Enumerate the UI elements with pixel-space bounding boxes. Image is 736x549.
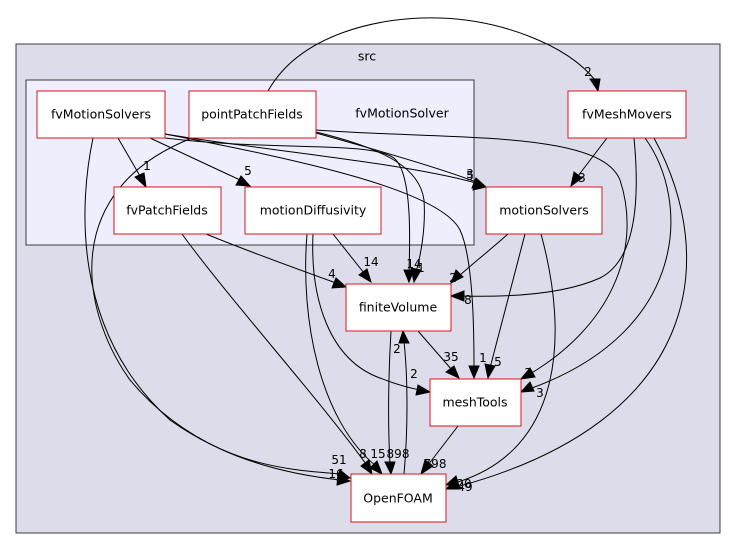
cluster-src-label: src <box>358 49 376 64</box>
edge-label-pp-mt: 3 <box>524 366 532 380</box>
edge-pointPatchFields-fvMeshMovers <box>267 17 596 92</box>
edge-label-fms-md: 5 <box>244 164 252 178</box>
edge-label-fpf-fv: 4 <box>328 267 336 281</box>
edge-fvMeshMovers-motionSolvers <box>577 137 608 177</box>
node-label: fvMeshMovers <box>582 107 672 122</box>
edge-arrowhead <box>134 172 147 189</box>
node-fvMeshMovers[interactable]: fvMeshMovers <box>567 90 687 139</box>
edge-arrowhead <box>415 384 432 396</box>
edge-label-md-fv: 14 <box>363 255 378 269</box>
edge-arrowhead <box>444 479 461 490</box>
edge-finiteVolume-meshTools <box>417 330 453 371</box>
edge-arrowhead <box>384 461 396 476</box>
edge-label-md-mt: 2 <box>410 367 418 381</box>
edge-fvMeshMovers-OpenFOAM <box>459 137 687 487</box>
edge-arrowhead <box>589 78 601 93</box>
edge-label-fv-of: 898 <box>387 447 410 461</box>
edge-label-pp-of: 16 <box>328 467 343 481</box>
edge-arrowhead <box>450 269 464 285</box>
edge-label-fmm-mt: 3 <box>536 386 544 400</box>
edge-pointPatchFields-finiteVolume <box>315 131 425 273</box>
edge-arrowhead <box>484 363 496 380</box>
edge-label-fmm-fv: 8 <box>464 293 472 307</box>
edge-arrowhead <box>336 474 352 486</box>
edge-label-fmm-of: 49 <box>457 480 472 494</box>
node-motionDiffusivity[interactable]: motionDiffusivity <box>244 186 382 235</box>
edge-fvMotionSolvers-finiteVolume <box>164 137 411 273</box>
edge-arrowhead <box>472 179 488 191</box>
edge-label-ms-of: 20 <box>456 477 471 491</box>
edge-label-fms-mt: 1 <box>479 351 487 365</box>
edge-label-mt-of: 798 <box>424 457 447 471</box>
node-fvPatchFields[interactable]: fvPatchFields <box>113 186 222 235</box>
node-motionSolvers[interactable]: motionSolvers <box>485 186 603 235</box>
node-finiteVolume[interactable]: finiteVolume <box>345 283 452 332</box>
node-label: OpenFOAM <box>363 491 433 506</box>
cluster-fvMotionSolver-label: fvMotionSolver <box>355 106 449 121</box>
edge-pointPatchFields-motionSolvers <box>315 132 477 183</box>
node-meshTools[interactable]: meshTools <box>429 378 522 427</box>
edge-motionDiffusivity-finiteVolume <box>332 233 365 274</box>
node-label: finiteVolume <box>359 300 438 315</box>
edge-arrowhead <box>358 268 372 284</box>
edge-fvMotionSolvers-motionDiffusivity <box>149 137 241 181</box>
edge-label-fv-mt: 35 <box>443 350 458 364</box>
node-fvMotionSolvers[interactable]: fvMotionSolvers <box>36 90 166 139</box>
edge-arrowhead <box>519 367 536 380</box>
edge-finiteVolume-OpenFOAM <box>388 330 392 465</box>
edge-motionSolvers-meshTools <box>489 233 526 369</box>
edge-arrowhead <box>420 459 434 476</box>
edge-fvMotionSolvers-OpenFOAM <box>84 137 341 475</box>
edge-label-fms-fv: 14 <box>406 257 421 271</box>
edge-arrowhead <box>235 175 252 187</box>
edge-OpenFOAM-finiteVolume <box>403 340 408 475</box>
edge-label-md-of: 15 <box>370 447 385 461</box>
edge-label-of-fv: 2 <box>393 342 401 356</box>
edge-arrowhead <box>449 290 465 302</box>
edge-fvMeshMovers-meshTools <box>531 137 672 389</box>
edge-arrowhead <box>398 329 410 344</box>
node-label: motionDiffusivity <box>260 203 367 218</box>
edge-arrowhead <box>331 277 348 289</box>
edge-label-fms-fpf: 1 <box>143 159 151 173</box>
node-OpenFOAM[interactable]: OpenFOAM <box>350 473 447 523</box>
edge-fvMotionSolvers-meshTools <box>164 133 475 369</box>
edge-label-fms-ms: 5 <box>466 169 474 183</box>
edge-arrowhead <box>570 171 583 188</box>
edges: 2 1 5 3 5 3 4 14 14 <box>84 17 687 494</box>
edge-meshTools-OpenFOAM <box>427 425 459 466</box>
edge-motionDiffusivity-meshTools <box>312 233 421 391</box>
node-pointPatchFields[interactable]: pointPatchFields <box>188 90 317 139</box>
edge-label-pp-ms: 3 <box>466 167 474 181</box>
node-label: pointPatchFields <box>201 107 303 122</box>
edge-arrowhead <box>519 381 535 393</box>
edge-fvPatchFields-OpenFOAM <box>181 233 367 465</box>
edge-label-fmm-ms: 3 <box>578 171 586 185</box>
edge-arrowhead <box>445 365 460 379</box>
edge-label-ms-fv: 2 <box>449 271 457 285</box>
edge-pointPatchFields-meshTools <box>315 129 628 375</box>
edge-arrowhead <box>369 460 383 476</box>
node-label: meshTools <box>442 395 507 410</box>
edge-pointPatchFields-OpenFOAM <box>91 137 341 481</box>
node-label: fvMotionSolvers <box>51 107 151 122</box>
edge-arrowhead <box>410 267 422 284</box>
edge-fvMeshMovers-finiteVolume <box>461 137 637 297</box>
edge-motionDiffusivity-OpenFOAM <box>305 233 377 467</box>
edge-label-pp-fv: 1 <box>417 261 425 275</box>
edge-motionSolvers-OpenFOAM <box>457 233 556 483</box>
edge-label-pp-fmm: 2 <box>584 65 592 79</box>
edge-label-fms-of: 51 <box>331 453 346 467</box>
edge-fvPatchFields-finiteVolume <box>205 233 337 284</box>
edge-arrowhead <box>403 269 415 284</box>
edge-motionSolvers-finiteVolume <box>458 233 509 277</box>
edge-fvMotionSolvers-motionSolvers <box>164 133 477 184</box>
edge-label-ms-mt: 5 <box>494 355 502 369</box>
node-label: motionSolvers <box>499 203 589 218</box>
node-label: fvPatchFields <box>126 203 208 218</box>
edge-fvMotionSolvers-fvPatchFields <box>117 137 141 177</box>
edge-arrowhead <box>468 365 480 380</box>
